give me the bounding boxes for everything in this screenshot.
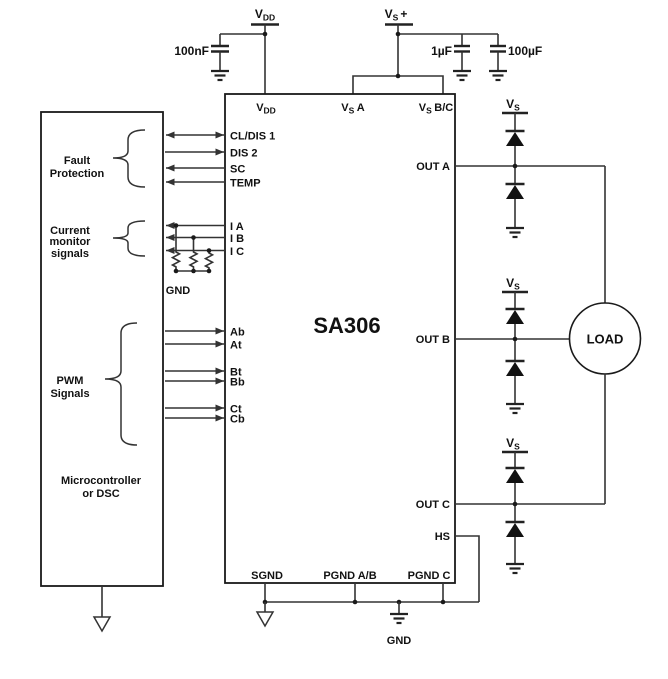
- pin-label-temp: TEMP: [230, 178, 261, 190]
- earth-ground-icon: [506, 226, 524, 239]
- pin-label-i-a: I A: [230, 221, 244, 233]
- output-stage-a: VS: [455, 97, 605, 239]
- diode-c-high-icon: [506, 469, 524, 483]
- pwm-signal-lines: [165, 327, 224, 422]
- vs-feed-bracket: [352, 75, 444, 94]
- pin-label-cl-dis1: CL/DIS 1: [230, 131, 275, 143]
- capacitor-1uf-label: 1µF: [431, 44, 452, 58]
- sgnd-ground-icon: [255, 611, 275, 628]
- pin-label-at: At: [230, 340, 242, 352]
- earth-ground-icon: [453, 69, 471, 82]
- pin-label-vdd: VDD: [256, 102, 276, 116]
- vs-rail-b-label: VS: [506, 276, 520, 292]
- chip-name: SA306: [313, 313, 380, 338]
- diode-a-high-icon: [506, 132, 524, 146]
- capacitor-100uf: 100µF: [489, 34, 542, 82]
- pin-label-bb: Bb: [230, 377, 245, 389]
- power-ground-icon: [390, 602, 408, 625]
- resistor-i-a: [170, 225, 182, 271]
- pin-label-sgnd: SGND: [251, 570, 283, 582]
- monitor-gnd-label: GND: [166, 285, 191, 297]
- pwm-group-label-line2: Signals: [50, 388, 89, 400]
- fault-signal-lines: [165, 131, 225, 186]
- current-brace: [112, 220, 146, 257]
- resistor-i-c: [203, 250, 215, 271]
- diode-c-low-icon: [506, 523, 524, 537]
- mcu-box-outline: [40, 111, 164, 587]
- pin-label-out-c: OUT C: [416, 499, 450, 511]
- earth-ground-icon: [506, 562, 524, 575]
- pin-label-out-b: OUT B: [416, 334, 450, 346]
- fault-brace: [112, 129, 146, 188]
- signal-ground-icon: [92, 616, 112, 633]
- output-stage-b: VS: [455, 276, 570, 415]
- pwm-brace: [104, 322, 138, 446]
- capacitor-100uf-label: 100µF: [508, 44, 542, 58]
- earth-ground-icon: [489, 69, 507, 82]
- mcu-title-line2: or DSC: [82, 488, 119, 500]
- pin-label-out-a: OUT A: [416, 161, 450, 173]
- earth-ground-icon: [211, 69, 229, 82]
- diode-b-high-icon: [506, 310, 524, 324]
- vdd-supply-label: VDD: [255, 7, 275, 23]
- capacitor-100nf-label: 100nF: [174, 44, 209, 58]
- vs-rail-a-label: VS: [506, 97, 520, 113]
- mcu-block: Microcontroller or DSC Fault Protection …: [40, 111, 164, 633]
- pwm-group-label-line1: PWM: [57, 375, 84, 387]
- top-power-section: VDD 100nF VS+ 1µF: [174, 7, 542, 94]
- power-gnd-label: GND: [387, 635, 412, 647]
- load-circuit: LOAD: [568, 166, 642, 504]
- pin-label-i-c: I C: [230, 246, 244, 258]
- pin-label-bt: Bt: [230, 367, 242, 379]
- pin-label-ct: Ct: [230, 404, 242, 416]
- current-group-label-line2: monitor: [50, 236, 92, 248]
- earth-ground-icon: [506, 402, 524, 415]
- mcu-title-line1: Microcontroller: [61, 475, 142, 487]
- pin-label-cb: Cb: [230, 414, 245, 426]
- pin-label-hs: HS: [435, 531, 450, 543]
- current-group-label-line3: signals: [51, 248, 89, 260]
- current-monitor-lines: GND: [166, 222, 225, 297]
- bottom-ground-section: GND: [255, 535, 480, 647]
- pin-label-i-b: I B: [230, 233, 244, 245]
- capacitor-1uf: 1µF: [431, 34, 471, 82]
- wire-hs: [455, 535, 480, 602]
- vs-plus-supply-label: VS+: [385, 7, 408, 23]
- pin-label-dis2: DIS 2: [230, 148, 258, 160]
- pin-label-pgnd-ab: PGND A/B: [323, 570, 376, 582]
- load-label: LOAD: [587, 332, 624, 347]
- fault-group-label-line1: Fault: [64, 155, 91, 167]
- vs-rail-c-label: VS: [506, 436, 520, 452]
- pin-label-pgnd-c: PGND C: [408, 570, 451, 582]
- resistor-i-b: [188, 237, 199, 271]
- current-group-label-line1: Current: [50, 225, 90, 237]
- vs-plus-supply-symbol: VS+: [385, 7, 498, 76]
- diode-b-low-icon: [506, 362, 524, 376]
- diode-a-low-icon: [506, 185, 524, 199]
- capacitor-100nf: 100nF: [174, 34, 229, 82]
- pin-label-ab: Ab: [230, 327, 245, 339]
- pin-label-sc: SC: [230, 164, 245, 176]
- output-stage-c: VS: [455, 436, 605, 575]
- fault-group-label-line2: Protection: [50, 168, 105, 180]
